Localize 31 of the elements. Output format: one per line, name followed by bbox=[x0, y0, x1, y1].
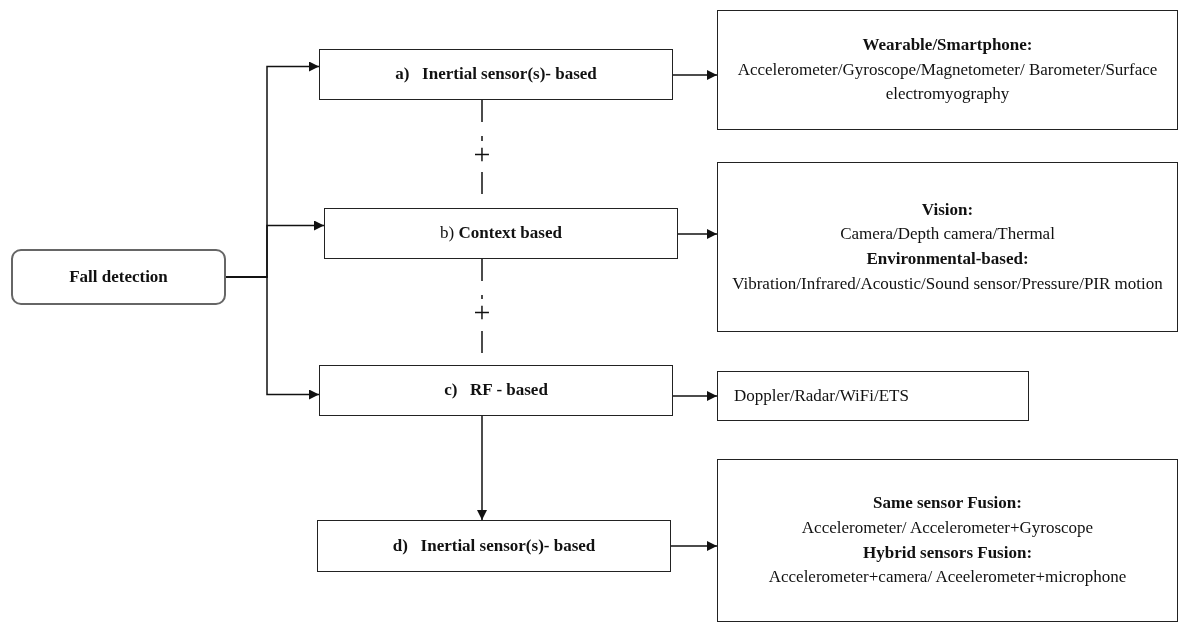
process-box bbox=[319, 49, 673, 100]
arrow bbox=[225, 276, 320, 400]
heading-text: Wearable/Smartphone: bbox=[862, 34, 1033, 57]
heading-text: Hybrid sensors Fusion: bbox=[862, 541, 1033, 564]
process-box bbox=[717, 371, 1029, 421]
arrow bbox=[477, 415, 487, 521]
node-text: Doppler/Radar/WiFi/ETS bbox=[734, 384, 909, 407]
heading-text: Same sensor Fusion: bbox=[873, 492, 1022, 515]
node-text: Vibration/Infrared/Acoustic/Sound sensor/Pressure/PIR motion bbox=[732, 272, 1163, 295]
node-text: Accelerometer/ Accelerometer+Gyroscope bbox=[801, 516, 1094, 539]
heading-text: a) Inertial sensor(s)- based bbox=[395, 63, 597, 86]
process-box bbox=[324, 208, 678, 259]
heading-text: d) Inertial sensor(s)- based bbox=[392, 534, 596, 557]
node-text: Camera/Depth camera/Thermal bbox=[840, 223, 1055, 246]
arrow bbox=[672, 391, 718, 401]
node-text: b) Context based bbox=[440, 222, 562, 245]
process-box bbox=[317, 520, 671, 572]
node-text: Accelerometer+camera/ Aceelerometer+microphone bbox=[768, 566, 1127, 589]
process-box bbox=[717, 162, 1178, 332]
node-text: Accelerometer/Gyroscope/Magnetometer/ Barometer/Surface electromyography bbox=[736, 58, 1159, 106]
heading-text: Vision: bbox=[921, 198, 974, 221]
rounded-box bbox=[11, 249, 226, 305]
arrow bbox=[670, 541, 718, 551]
process-box bbox=[319, 365, 673, 416]
process-box bbox=[717, 10, 1178, 130]
heading-text: Environmental-based: bbox=[866, 248, 1029, 270]
arrow bbox=[672, 70, 718, 80]
process-box bbox=[717, 459, 1178, 622]
arrow bbox=[677, 229, 718, 239]
heading-text: c) RF - based bbox=[444, 379, 548, 402]
heading-text: Fall detection bbox=[69, 265, 168, 288]
